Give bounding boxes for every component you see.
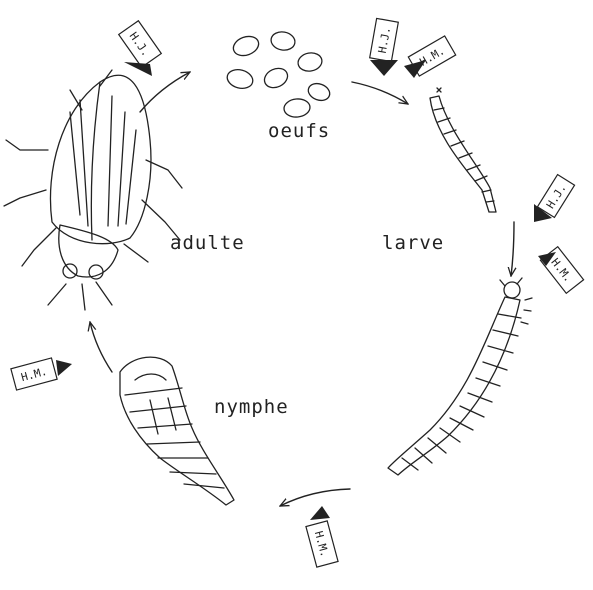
hj-mark-arrowhead	[370, 60, 398, 76]
larva-illustration	[388, 278, 532, 475]
hm-mark-arrowhead	[56, 360, 72, 376]
cycle-arrow-eggs-to-larva	[352, 82, 408, 104]
cycle-arrow-pupa-to-adult	[90, 322, 112, 372]
hm-mark-arrowhead	[310, 506, 330, 520]
stage-label-larva: larve	[382, 232, 444, 254]
pupa-illustration	[120, 357, 234, 505]
cycle-arrow-larva-to-nymph	[511, 222, 514, 276]
eggs-illustration	[225, 30, 332, 118]
stage-label-pupa: nymphe	[214, 396, 289, 418]
cycle-arrow-adult-to-eggs	[140, 72, 190, 112]
stage-label-eggs: oeufs	[268, 120, 330, 142]
stage-label-adult: adulte	[170, 232, 245, 254]
adult-beetle-illustration	[4, 70, 182, 310]
hj-mark-arrowhead	[124, 62, 152, 76]
young-larva-illustration	[430, 88, 496, 212]
cycle-arrow-nymph-to-adult	[280, 489, 350, 506]
